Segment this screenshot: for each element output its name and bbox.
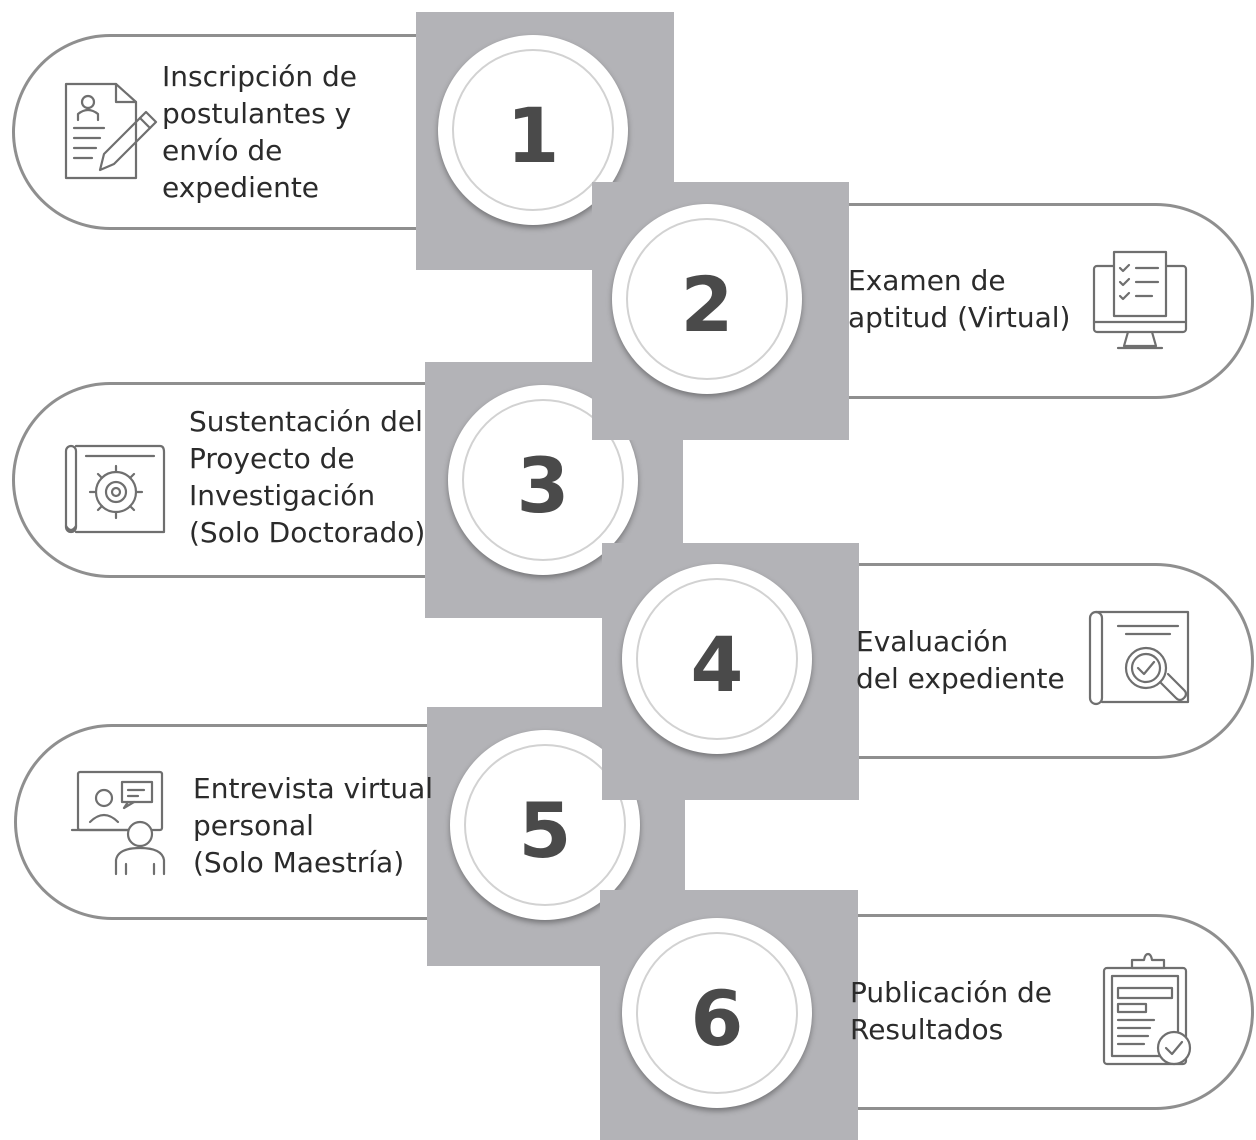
step-1-line-2: postulantes y [162,97,352,130]
blueprint-gear-icon [64,442,168,536]
step-1-text: Inscripción de postulantes y envío de ex… [162,58,357,206]
step-2-line-2: aptitud (Virtual) [848,301,1071,334]
step-1-line-1: Inscripción de [162,60,358,93]
step-3-line-3: Investigación [189,479,376,512]
step-5-line-3: (Solo Maestría) [193,846,405,879]
step-6-pill [856,914,1254,1110]
step-5-pill [14,724,432,920]
step-1-line-4: expediente [162,171,320,204]
monitor-checklist-icon [1090,248,1190,356]
step-1-line-3: envío de [162,134,283,167]
step-6-line-1: Publicación de [850,976,1052,1009]
step-3-number: 3 [516,440,570,530]
step-4-text: Evaluación del expediente [856,623,1065,697]
scroll-magnifier-icon [1086,606,1198,718]
step-6-line-2: Resultados [850,1013,1004,1046]
step-2-text: Examen de aptitud (Virtual) [848,262,1070,336]
step-2-circle: 2 [612,204,802,394]
step-4-circle: 4 [622,564,812,754]
step-3-text: Sustentación del Proyecto de Investigaci… [189,403,425,551]
step-1-number: 1 [506,90,560,180]
step-3-line-2: Proyecto de [189,442,355,475]
step-6-number: 6 [690,973,744,1063]
document-pen-icon [60,78,160,188]
step-4-line-1: Evaluación [856,625,1009,658]
step-2-line-1: Examen de [848,264,1006,297]
step-1-pill [12,34,422,230]
step-2-number: 2 [680,259,734,349]
step-4-number: 4 [690,619,744,709]
step-5-number: 5 [518,785,572,875]
step-4-line-2: del expediente [856,662,1065,695]
step-3-line-1: Sustentación del [189,405,423,438]
step-6-text: Publicación de Resultados [850,974,1052,1048]
video-interview-icon [70,768,170,878]
clipboard-check-icon [1098,952,1198,1068]
step-5-line-1: Entrevista virtual [193,772,434,805]
step-6-circle: 6 [622,918,812,1108]
step-1-circle: 1 [438,35,628,225]
step-5-line-2: personal [193,809,314,842]
step-3-line-4: (Solo Doctorado) [189,516,426,549]
step-3-pill [12,382,428,578]
step-5-text: Entrevista virtual personal (Solo Maestr… [193,770,433,881]
